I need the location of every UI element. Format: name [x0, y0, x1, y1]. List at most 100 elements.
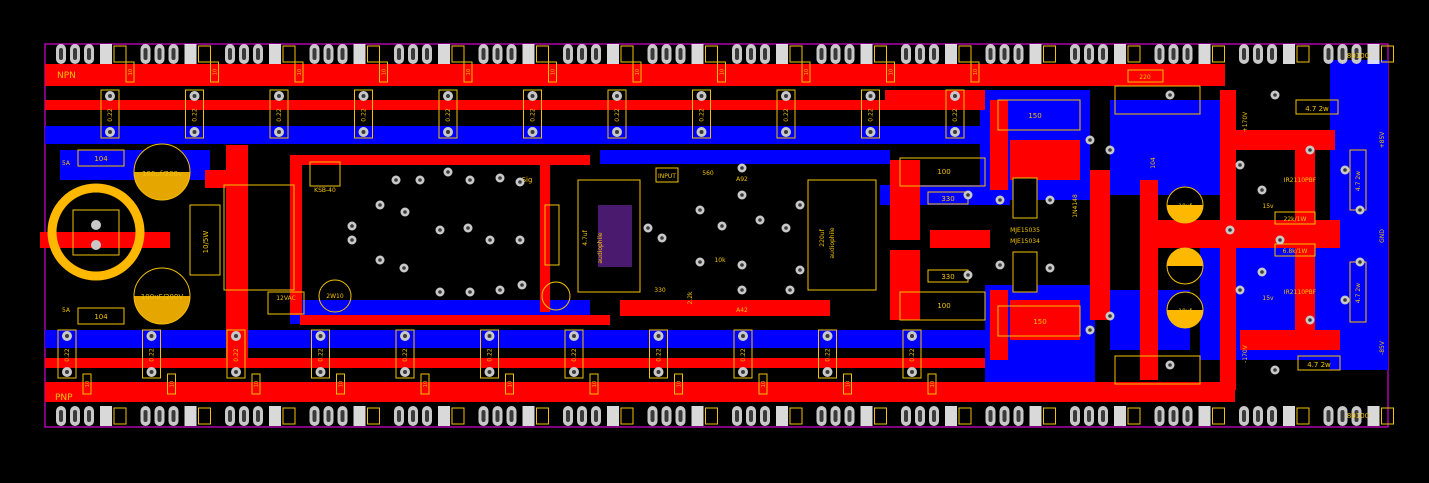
- cap-47uf-label: 4.7uf: [582, 229, 589, 245]
- base-resistor-label: 10: [213, 69, 219, 75]
- emitter-resistors-top: 0.22 10 0.22 10 0.22 10 0.22 10 0.22 10 0.22 10 0.22…: [100, 61, 980, 139]
- r330-bottom-label: 330: [941, 273, 954, 281]
- emitter-resistor-bottom-label: 0.22: [656, 348, 663, 362]
- brand-label-left: audiophile: [597, 232, 604, 264]
- emitter-resistor-bottom-label: 0.22: [402, 348, 409, 362]
- base-resistor-label: 10: [846, 381, 852, 387]
- base-resistor-label: 10: [889, 69, 895, 75]
- emitter-resistor-top: [100, 89, 120, 139]
- cap-10uf-bottom-label: 10uf: [1178, 308, 1192, 315]
- emitter-resistor-bottom-label: 0.22: [909, 348, 916, 362]
- tr-a92-label: A92: [736, 176, 748, 183]
- emitter-resistor-top-label: 0.22: [614, 108, 621, 122]
- emitter-resistor-top: [607, 89, 627, 139]
- r100-top-label: 100: [937, 168, 950, 176]
- r47-bottom-label: 4.7 2w: [1307, 361, 1331, 369]
- emitter-resistor-bottom: [142, 329, 161, 379]
- emitter-resistor-top-label: 0.22: [868, 108, 875, 122]
- base-resistor-label: 10: [128, 69, 134, 75]
- r47-top-label: 4.7 2w: [1305, 105, 1329, 113]
- emitter-resistor-bottom: [480, 329, 499, 379]
- base-resistor-label: 10: [973, 69, 979, 75]
- cap-220-label: 220uf: [819, 228, 826, 246]
- driver-stage: 100 100 330 330 MJE15035 MJE15034 150 15…: [899, 99, 1081, 337]
- pos-rail-label: +85V: [1379, 131, 1386, 149]
- power-res-label: 10/5W: [202, 231, 210, 254]
- tr-a42-label: A42: [736, 307, 748, 314]
- r330-top-label: 330: [941, 195, 954, 203]
- right-psu-section: 10uf 10uf 220 +170V -170V 4.7 2w 4.7 2w …: [1114, 69, 1386, 385]
- base-resistor-label: 10: [592, 381, 598, 387]
- q-driver-1-label: MJE15035: [1010, 227, 1040, 234]
- emitter-resistor-top: [269, 89, 289, 139]
- cap-104-right-label: 104: [1150, 157, 1157, 169]
- res-2w-label: 2W10: [326, 293, 344, 300]
- emitter-resistor-bottom-label: 0.22: [318, 348, 325, 362]
- base-resistor-label: 10: [930, 381, 936, 387]
- r68k-label: 6.8k/1W: [1283, 248, 1308, 255]
- emitter-resistor-bottom: [395, 329, 415, 379]
- emitter-resistor-top-label: 0.22: [107, 108, 114, 122]
- emitter-resistor-top-label: 0.22: [445, 108, 452, 122]
- ksb-label: KSB-40: [314, 187, 336, 194]
- pad-field: [347, 90, 1365, 375]
- base-resistor-label: 10: [170, 381, 176, 387]
- emitter-resistor-bottom-label: 0.22: [64, 348, 71, 362]
- emitter-resistor-top-label: 0.22: [699, 108, 706, 122]
- emitter-resistor-bottom: [733, 329, 753, 379]
- pnp-label: PNP: [55, 393, 73, 403]
- emitter-resistor-bottom: [649, 329, 668, 379]
- base-resistor-label: 10: [635, 69, 641, 75]
- emitter-resistor-bottom: [57, 329, 77, 379]
- diode-label: 1N4148: [1072, 194, 1079, 218]
- r100-bottom-label: 100: [937, 302, 950, 310]
- emitter-resistor-bottom: [311, 329, 330, 379]
- r330-label: 330: [654, 287, 666, 294]
- base-resistor-label: 10: [551, 69, 557, 75]
- r220-top-label: 220: [1139, 74, 1151, 81]
- q-driver-2-label: MJE15034: [1010, 238, 1040, 245]
- base-resistor-label: 10: [677, 381, 683, 387]
- v-minus-label: -170V: [1242, 344, 1249, 363]
- zener-top-label: 15v: [1262, 203, 1274, 210]
- emitter-resistor-bottom: [818, 329, 837, 379]
- base-resistor-label: 10: [720, 69, 726, 75]
- fuse-top-label: 5A: [62, 160, 71, 167]
- filter-cap-top-label: 100uf/200v: [142, 170, 182, 178]
- emitter-resistor-top-label: 0.22: [952, 108, 959, 122]
- r150-top-label: 150: [1028, 112, 1041, 120]
- chip-pad: [598, 205, 632, 267]
- transistor-row-bottom: [56, 406, 1394, 426]
- cap-10uf-top-label: 10uf: [1178, 203, 1192, 210]
- ic-top-label: IR2110PBF: [1284, 177, 1317, 184]
- zener-bottom-label: 15v: [1262, 295, 1274, 302]
- base-resistor-label: 10: [254, 381, 260, 387]
- base-resistor-label: 10: [382, 69, 388, 75]
- transistor-row-top: [56, 44, 1394, 64]
- emitter-resistor-top: [438, 89, 458, 139]
- emitter-resistor-top-label: 0.22: [530, 108, 537, 122]
- emitter-resistor-top: [185, 89, 204, 139]
- base-resistor-label: 10: [761, 381, 767, 387]
- sig-label: Sig: [522, 176, 533, 184]
- ic-bottom-label: IR2110PBF: [1284, 289, 1317, 296]
- base-resistor-label: 10: [804, 69, 810, 75]
- emitter-resistors-bottom: 0.22 10 0.22 10 0.22 10 0.22 10 0.22 10 0.22 10 0.22…: [57, 329, 937, 395]
- fuse-bottom-label: 5A: [62, 307, 71, 314]
- emitter-resistor-bottom-label: 0.22: [740, 348, 747, 362]
- base-resistor-label: 10: [466, 69, 472, 75]
- ac-label: 12VAC: [276, 295, 296, 302]
- corner-code-top: 80100: [1347, 52, 1369, 60]
- base-resistor-label: 10: [339, 381, 345, 387]
- emitter-resistor-bottom-label: 0.22: [233, 348, 240, 362]
- base-resistor-label: 10: [508, 381, 514, 387]
- emitter-resistor-top: [354, 89, 373, 139]
- r150-bottom-label: 150: [1033, 318, 1046, 326]
- input-stage: KSB-40 12VAC 2W10 Sig 4.7uf audiophile I…: [267, 161, 877, 315]
- input-label: INPUT: [658, 173, 676, 180]
- emitter-resistor-top-label: 0.22: [361, 108, 368, 122]
- emitter-resistor-top: [776, 89, 796, 139]
- emitter-resistor-top: [523, 89, 542, 139]
- emitter-resistor-top: [945, 89, 965, 139]
